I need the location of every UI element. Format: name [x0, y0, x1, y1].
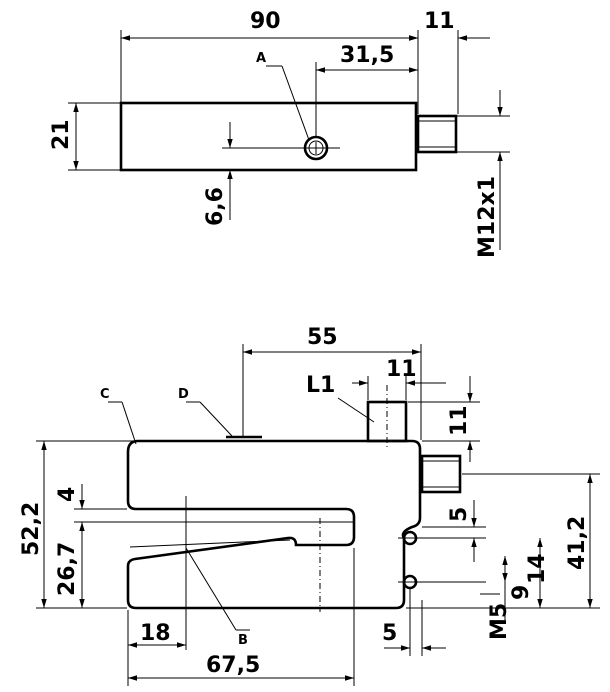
dim-hole-spacing: 9 — [509, 585, 534, 600]
dim-total-height: 52,2 — [19, 502, 44, 556]
dim-screw-height: 6,6 — [203, 187, 228, 226]
dim-l1-height: 11 — [447, 405, 472, 436]
dim-hole-thread: M5 — [487, 603, 512, 640]
dim-screw-offset: 31,5 — [340, 43, 394, 68]
front-view: 55 11 L1 11 C D 52,2 4 26,7 — [19, 325, 600, 686]
callout-c: C — [100, 387, 110, 402]
dim-hole-edge-offset: 5 — [382, 621, 397, 646]
front-view-connector — [420, 454, 462, 494]
top-view: 90 11 31,5 A 21 6,6 M12x1 — [49, 9, 510, 258]
dim-hole-lower-height: 14 — [525, 553, 550, 584]
dim-connector-length: 11 — [424, 9, 455, 34]
top-view-housing — [119, 101, 418, 172]
callout-l1: L1 — [306, 373, 335, 398]
callout-d: D — [178, 387, 189, 402]
dim-width: 67,5 — [206, 653, 260, 678]
dim-length: 90 — [250, 9, 281, 34]
dim-height: 21 — [49, 119, 74, 150]
dim-slot-depth: 18 — [140, 621, 171, 646]
callout-a: A — [256, 51, 266, 66]
front-view-housing — [126, 439, 422, 610]
dim-connector-height: 41,2 — [565, 516, 590, 570]
callout-b: B — [238, 633, 248, 648]
dim-top-to-slot: 55 — [307, 325, 338, 350]
dim-slot-opening: 4 — [55, 487, 80, 502]
dim-thread: M12x1 — [475, 176, 500, 258]
top-view-connector — [416, 114, 458, 154]
dim-hole-upper-offset: 5 — [447, 507, 472, 522]
dim-lower-part-height: 26,7 — [55, 542, 80, 596]
dim-l1-width: 11 — [386, 357, 417, 382]
